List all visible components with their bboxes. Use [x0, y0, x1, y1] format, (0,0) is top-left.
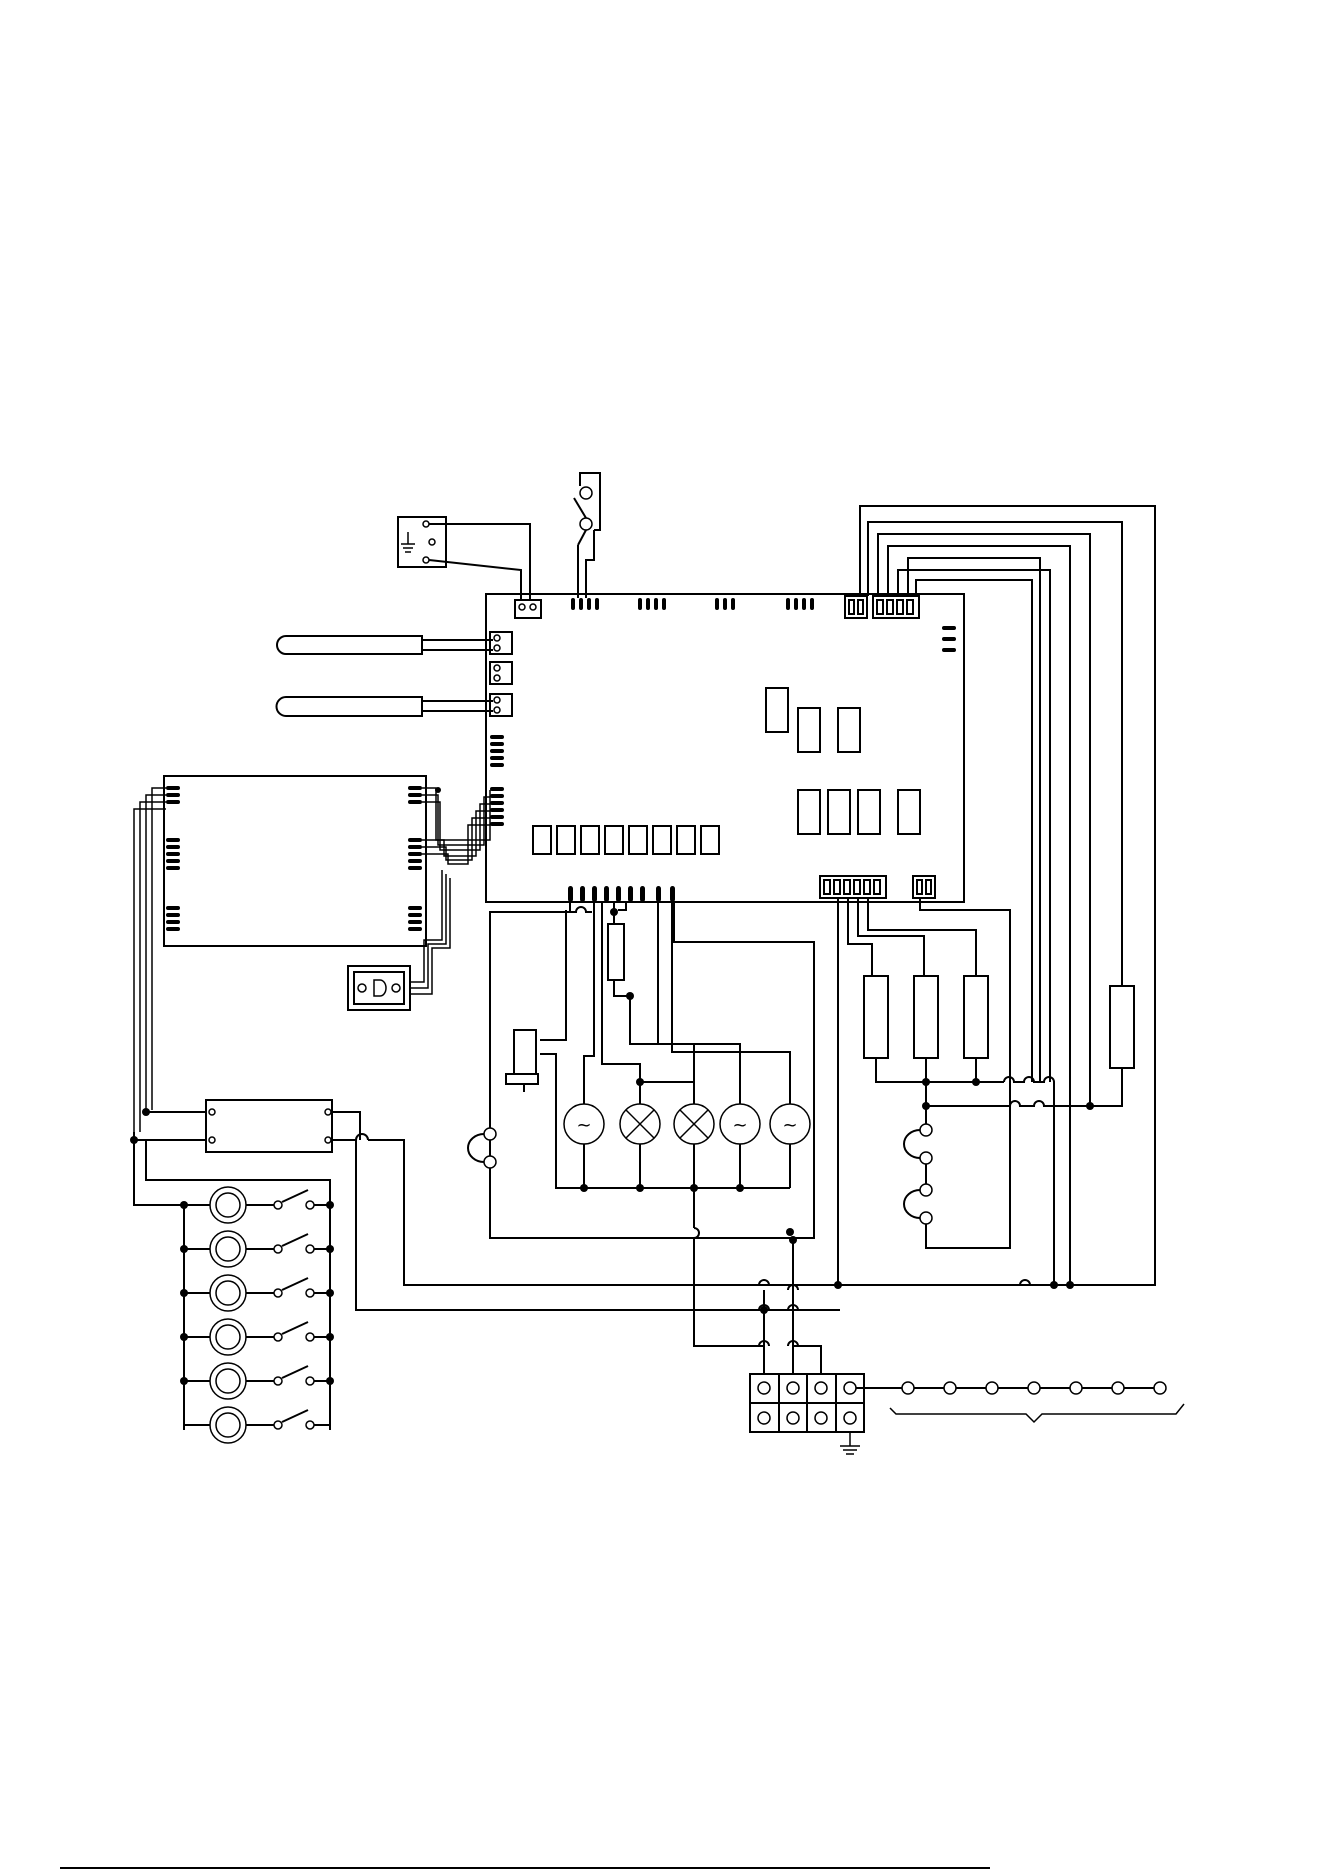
motor-capacitor — [506, 910, 584, 1188]
temperature-probe-2 — [277, 697, 494, 716]
lamp-1 — [620, 1082, 660, 1188]
door-contacts — [904, 1124, 932, 1224]
main-control-board — [486, 594, 964, 902]
terminal-chain — [856, 1382, 1184, 1422]
load-circuit: ~ ~ ~ — [468, 902, 814, 1278]
display-ribbon-cable — [422, 787, 490, 864]
burner-3 — [180, 1275, 334, 1311]
heating-element-2 — [914, 976, 938, 1058]
burner-6 — [184, 1407, 330, 1443]
burner-4 — [180, 1319, 334, 1355]
burner-1 — [180, 1187, 334, 1223]
heating-element-4 — [1110, 986, 1134, 1068]
door-switch — [574, 473, 600, 598]
heating-element-3 — [964, 976, 988, 1058]
temperature-sensors — [277, 636, 494, 716]
thermal-cutout-switch — [468, 1128, 496, 1168]
svg-text:~: ~ — [732, 1115, 747, 1136]
burner-2 — [180, 1231, 334, 1267]
motor-1: ~ — [564, 1096, 604, 1188]
display-left-wires — [134, 788, 166, 1132]
chain-brace — [890, 1404, 1184, 1422]
temperature-probe-1 — [277, 636, 493, 654]
motor-2: ~ — [720, 1096, 760, 1188]
cooktop-burners — [134, 1140, 334, 1443]
display-module — [134, 776, 490, 1132]
svg-text:~: ~ — [576, 1115, 591, 1136]
burner-5 — [180, 1363, 334, 1399]
terminal-earth-icon — [840, 1432, 860, 1454]
heating-element-1 — [864, 976, 888, 1058]
earth-connection-box — [398, 517, 530, 600]
svg-text:~: ~ — [782, 1115, 797, 1136]
